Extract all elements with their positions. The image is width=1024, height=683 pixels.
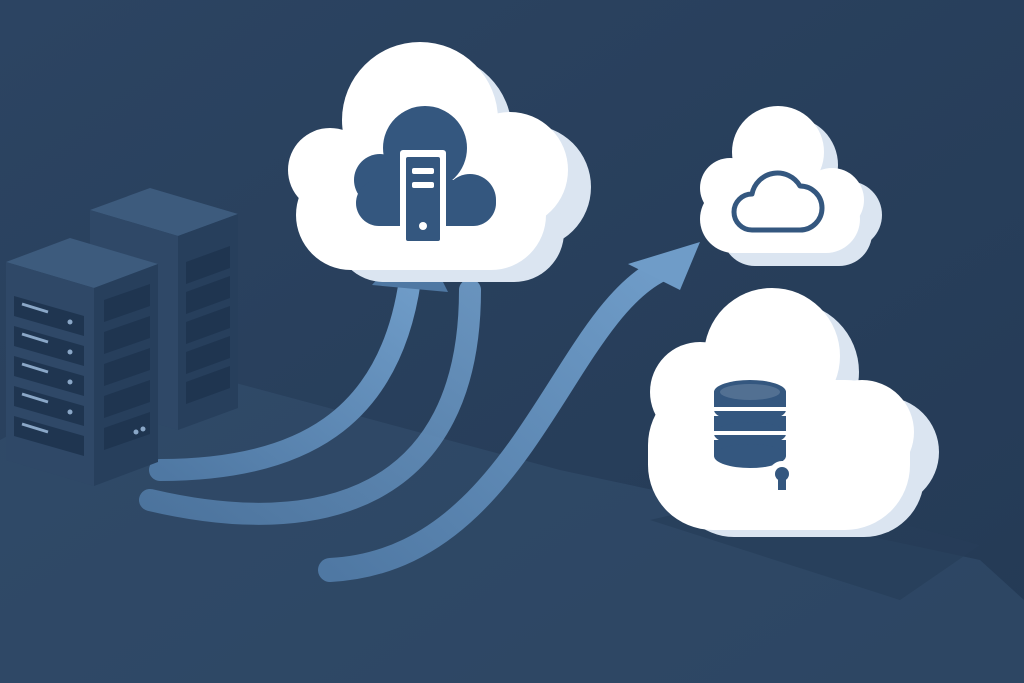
- arrow-head-small-cloud: [628, 242, 700, 290]
- arrow-to-small-cloud: [318, 258, 672, 582]
- arrow-to-main-cloud: [149, 269, 421, 481]
- cloud-main: [288, 42, 591, 282]
- floor-platform: [0, 360, 1024, 683]
- server-rack-front: [6, 238, 158, 486]
- server-rack-icon: [186, 246, 230, 404]
- cloud-badge-icon: [769, 461, 795, 490]
- server-rack-icon: [14, 284, 150, 456]
- migration-arrows: [139, 232, 700, 582]
- server-tower-icon: [400, 150, 446, 248]
- cloud-outline-icon: [731, 170, 825, 233]
- arrow-from-main-cloud: [139, 279, 481, 525]
- cloud-database: [648, 288, 939, 537]
- database-icon: [712, 380, 788, 468]
- cloud-small: [700, 106, 882, 266]
